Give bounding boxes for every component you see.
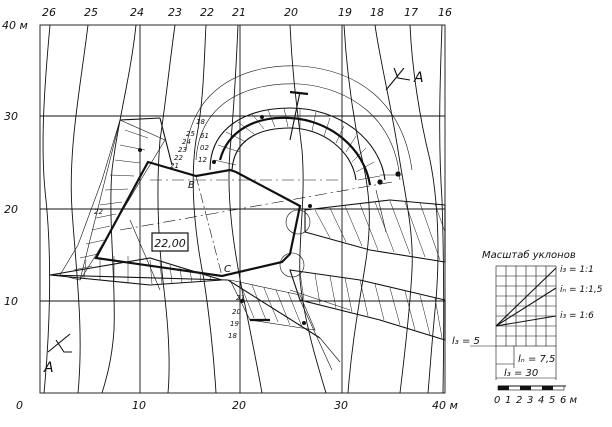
dim-label-7-5: lₙ = 7,5 bbox=[518, 354, 555, 365]
scale-tick: 6 м bbox=[560, 395, 578, 406]
slope-marks-top: 18 61 02 12 22 bbox=[94, 118, 209, 216]
slope-mark-bottom: 18 bbox=[228, 332, 237, 340]
slope-mark-left: 24 bbox=[182, 138, 191, 146]
slope-label: iₙ = 1:1,5 bbox=[560, 285, 603, 295]
slope-mark-bottom: 21 bbox=[236, 294, 245, 302]
dim-label-5: l₃ = 5 bbox=[452, 336, 480, 347]
curved-slope bbox=[185, 65, 413, 186]
section-label-top: A bbox=[413, 70, 424, 86]
left-slope-hatch bbox=[73, 129, 149, 271]
section-arrow-bottom: A bbox=[43, 333, 72, 376]
contour-label: 23 bbox=[168, 6, 182, 19]
contour-labels: 26 25 24 23 22 21 20 19 18 17 16 bbox=[42, 6, 452, 19]
arc-hatch bbox=[213, 107, 381, 181]
slope-mark-left: 22 bbox=[174, 154, 183, 162]
slope-label: i₃ = 1:1 bbox=[560, 265, 594, 275]
marker-point bbox=[240, 299, 244, 303]
contour-26 bbox=[42, 24, 51, 394]
contour-17 bbox=[409, 24, 439, 394]
marker-point bbox=[260, 115, 264, 119]
platform bbox=[94, 160, 393, 278]
slope-mark-top: 12 bbox=[198, 156, 207, 164]
section-label-bottom: A bbox=[43, 360, 54, 376]
contour-label: 16 bbox=[438, 6, 452, 19]
platform-elevation: 22,00 bbox=[154, 237, 186, 250]
contour-19 bbox=[343, 24, 370, 394]
slope-mark-left: 25 bbox=[186, 130, 195, 138]
slope-mark-top: 61 bbox=[200, 132, 209, 140]
right-upper-hatch bbox=[314, 200, 446, 261]
y-axis-label: 40 м bbox=[2, 19, 28, 32]
x-axis-labels: 10 20 30 40 м bbox=[132, 399, 458, 412]
construction-lines bbox=[49, 90, 402, 371]
platform-outline bbox=[94, 160, 302, 278]
contour-21 bbox=[228, 24, 263, 394]
scale-tick: 1 bbox=[505, 395, 511, 406]
slope-mark-bottom: 20 bbox=[232, 308, 241, 316]
y-axis-label: 10 bbox=[4, 295, 18, 308]
y-axis-label: 0 bbox=[16, 399, 23, 412]
contour-16 bbox=[439, 24, 445, 394]
slope-hatching bbox=[49, 119, 446, 341]
x-axis-label: 40 м bbox=[432, 399, 458, 412]
elevation-box bbox=[151, 232, 189, 252]
right-lower-hatch bbox=[299, 271, 443, 339]
y-axis-label: 20 bbox=[4, 203, 18, 216]
scale-tick: 0 bbox=[494, 395, 500, 406]
marker-point bbox=[212, 160, 216, 164]
contour-label: 18 bbox=[370, 6, 384, 19]
marker-point bbox=[395, 171, 401, 177]
marker-point bbox=[308, 204, 312, 208]
scale-bar bbox=[497, 385, 566, 391]
contour-label: 26 bbox=[42, 6, 56, 19]
scale-tick: 3 bbox=[527, 395, 533, 406]
section-arrow-top: A bbox=[385, 67, 424, 91]
contour-label: 22 bbox=[200, 6, 214, 19]
contour-label: 25 bbox=[84, 6, 98, 19]
slope-marks-bottom: 21 20 19 18 bbox=[228, 294, 245, 340]
contour-label: 19 bbox=[338, 6, 352, 19]
marker-point bbox=[302, 321, 306, 325]
y-axis-label: 30 bbox=[4, 110, 18, 123]
scale-tick: 4 bbox=[538, 395, 544, 406]
scale-tick: 5 bbox=[549, 395, 555, 406]
slope-marks-left: 25 24 23 22 21 bbox=[170, 130, 195, 170]
contour-label: 21 bbox=[232, 6, 246, 19]
slope-scale-title: Масштаб уклонов bbox=[482, 249, 576, 261]
contour-25 bbox=[70, 24, 89, 394]
dim-label-30: l₃ = 30 bbox=[504, 368, 538, 379]
contour-label: 24 bbox=[130, 6, 144, 19]
slope-mark-left: 23 bbox=[178, 146, 187, 154]
contour-22 bbox=[192, 24, 217, 394]
y-axis-labels: 40 м 30 20 10 0 bbox=[2, 19, 28, 412]
point-b-label: B bbox=[188, 180, 195, 191]
slope-mark-bottom: 19 bbox=[230, 320, 239, 328]
scale-tick: 2 bbox=[516, 395, 522, 406]
slope-scale: Масштаб уклонов i₃ = 1:1 iₙ = 1:1,5 i₃ =… bbox=[452, 249, 603, 406]
x-axis-label: 10 bbox=[132, 399, 146, 412]
slope-mark-left: 21 bbox=[170, 162, 179, 170]
slope-scale-grid bbox=[495, 265, 557, 347]
slope-mark-top: 22 bbox=[94, 208, 103, 216]
slope-mark-top: 18 bbox=[196, 118, 205, 126]
marker-point bbox=[377, 179, 383, 185]
slope-label: i₃ = 1:6 bbox=[560, 311, 594, 321]
x-axis-label: 20 bbox=[232, 399, 246, 412]
marker-point bbox=[138, 148, 142, 152]
contour-23 bbox=[157, 24, 176, 394]
scale-bar-ticks: 0 1 2 3 4 5 6 м bbox=[494, 395, 578, 406]
contour-24 bbox=[101, 24, 137, 394]
contour-label: 20 bbox=[284, 6, 298, 19]
contour-label: 17 bbox=[404, 6, 418, 19]
x-axis-label: 30 bbox=[334, 399, 348, 412]
point-c-label: C bbox=[224, 264, 231, 275]
slope-mark-top: 02 bbox=[200, 144, 209, 152]
